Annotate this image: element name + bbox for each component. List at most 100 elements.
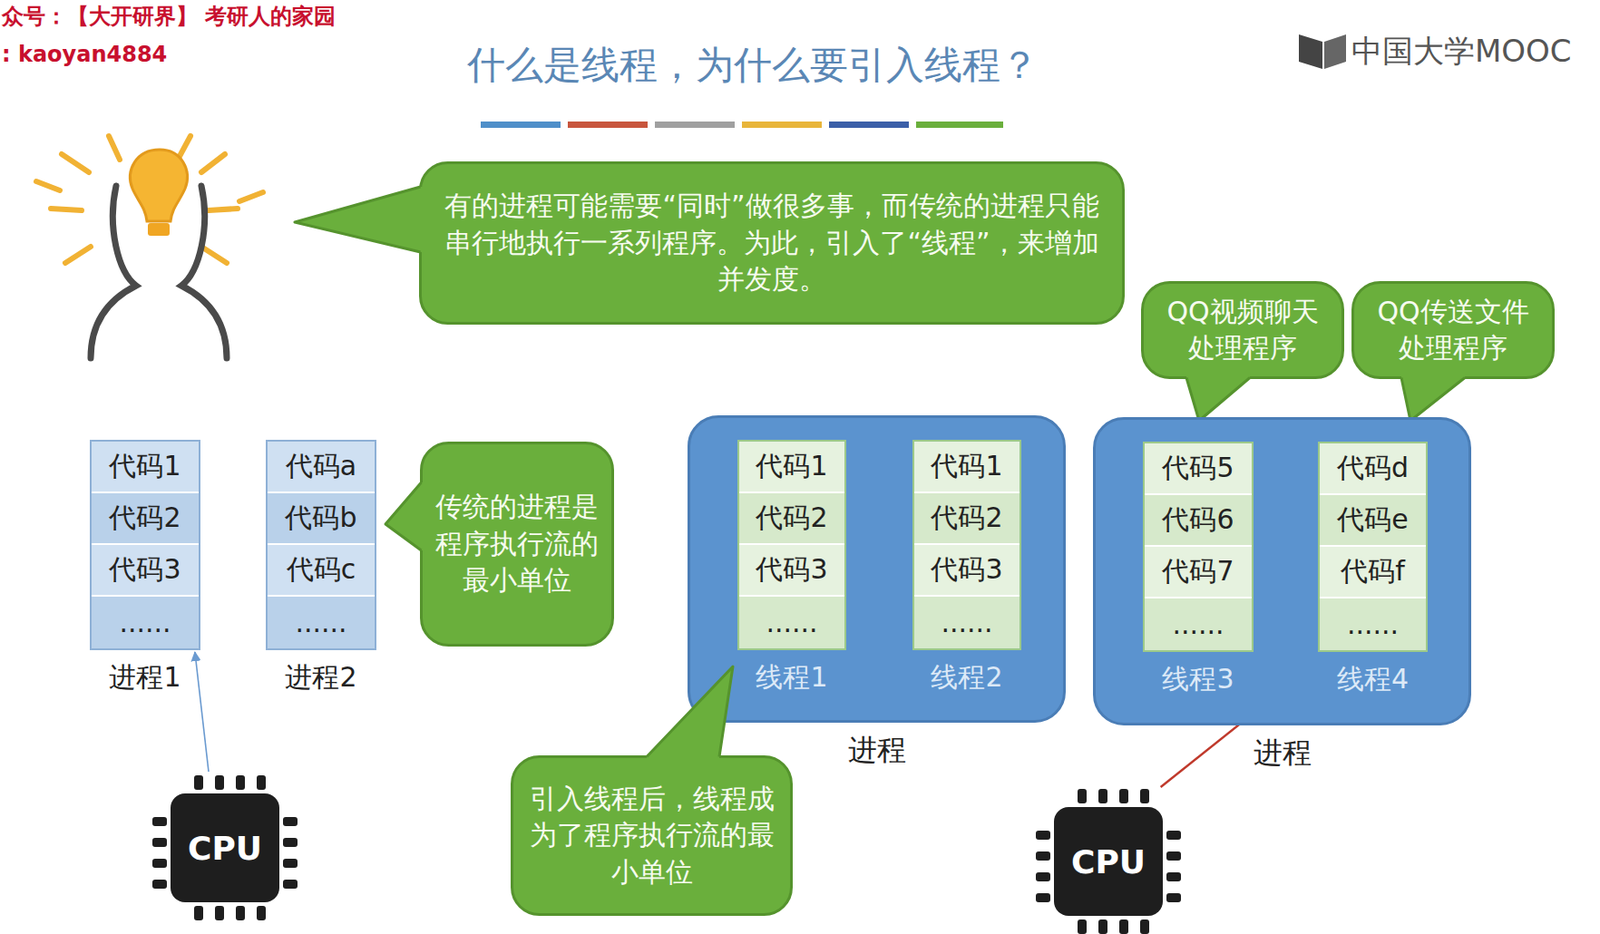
- pin: [1119, 919, 1129, 934]
- thinking-person: [36, 136, 264, 359]
- code-cell: 代码c: [267, 545, 375, 597]
- pin: [1077, 919, 1087, 934]
- thread-label: 线程3: [1142, 661, 1254, 699]
- code-cell: ......: [914, 596, 1020, 649]
- pin: [1140, 789, 1150, 804]
- process-box: 进程代码5代码6代码7......线程3代码d代码e代码f......线程4: [1092, 417, 1472, 726]
- pin: [1035, 872, 1051, 882]
- title-color-bar: [480, 121, 1004, 128]
- code-cells: 代码1代码2代码3......: [737, 439, 847, 651]
- callout-body: [1142, 282, 1344, 379]
- callout-pointer: [1186, 371, 1250, 421]
- callout-pointer-outline: [294, 186, 421, 253]
- code-column: 代码1代码2代码3...... 线程1: [737, 439, 847, 697]
- code-cells: 代码1代码2代码3......: [912, 439, 1022, 651]
- callout-pointer: [385, 482, 428, 551]
- pin: [152, 817, 167, 827]
- code-cells: 代码d代码e代码f......: [1317, 441, 1428, 653]
- code-cell: 代码2: [914, 493, 1020, 546]
- callout-text: 传统的进程是程序执行流的最小单位: [434, 488, 600, 600]
- watermark: : kaoyan4884: [1, 41, 167, 68]
- code-cell: 代码2: [91, 493, 199, 546]
- pin: [282, 858, 298, 869]
- thread-label: 线程1: [737, 659, 847, 697]
- pin: [256, 775, 266, 791]
- pin: [1119, 789, 1129, 804]
- callout-text: 引入线程后，线程成为了程序执行流的最小单位: [526, 780, 777, 892]
- code-column: 代码1代码2代码3...... 线程2: [912, 439, 1022, 697]
- code-cells: 代码a代码b代码c......: [265, 439, 377, 651]
- pin: [282, 817, 298, 827]
- pin: [1035, 893, 1051, 903]
- code-cell: 代码b: [267, 493, 375, 546]
- pin: [1166, 893, 1181, 903]
- title: 什么是线程，为什么要引入线程？: [299, 39, 1207, 91]
- code-column: 代码1代码2代码3...... 进程1: [89, 439, 201, 697]
- callout-body: [512, 757, 792, 916]
- pin: [1077, 789, 1087, 804]
- process-label: 进程1: [89, 659, 201, 697]
- code-column: 代码d代码e代码f...... 线程4: [1317, 441, 1428, 699]
- code-cell: 代码6: [1144, 495, 1252, 547]
- pin: [282, 838, 298, 848]
- cpu-label: CPU: [1071, 843, 1146, 881]
- code-cell: ......: [1319, 598, 1426, 651]
- pin: [235, 906, 245, 921]
- process-label: 进程: [1095, 733, 1469, 774]
- callout-pointer: [294, 186, 427, 253]
- code-cell: 代码5: [1144, 443, 1252, 496]
- pin: [1098, 789, 1108, 804]
- cpu-chip: CPU: [1053, 807, 1163, 917]
- pin: [152, 838, 167, 848]
- callout-pointer: [646, 666, 733, 763]
- pin: [1035, 830, 1051, 840]
- callout-pointer-outline: [1401, 378, 1465, 422]
- pin: [152, 879, 167, 889]
- callout-box: 有的进程可能需要“同时”做很多事，而传统的进程只能串行地执行一系列程序。为此，引…: [419, 161, 1125, 325]
- code-column: 代码a代码b代码c......进程2: [265, 439, 377, 697]
- mooc-logo-icon: [1298, 34, 1347, 69]
- callout-pointer-outline: [1186, 378, 1250, 422]
- pin: [1166, 872, 1181, 882]
- thread-label: 线程2: [912, 659, 1022, 697]
- pin: [194, 775, 204, 791]
- pin: [1140, 919, 1150, 934]
- connector: [195, 652, 209, 772]
- code-cells: 代码1代码2代码3......: [89, 439, 201, 651]
- callout-box: 传统的进程是程序执行流的最小单位: [419, 441, 615, 647]
- code-cell: 代码d: [1319, 443, 1426, 496]
- code-cell: 代码3: [91, 545, 199, 597]
- code-cell: 代码1: [91, 441, 199, 494]
- callout-box: 引入线程后，线程成为了程序执行流的最小单位: [510, 755, 793, 917]
- pin: [1035, 851, 1051, 861]
- pin: [235, 775, 245, 791]
- callout-body: [1353, 282, 1554, 379]
- pin: [194, 906, 204, 921]
- code-cell: 代码1: [914, 441, 1020, 494]
- code-column: 代码5代码6代码7...... 线程3: [1142, 441, 1254, 699]
- callout-pointer-outline: [385, 482, 422, 551]
- callout-box: QQ传送文件处理程序: [1351, 281, 1555, 380]
- code-cells: 代码5代码6代码7......: [1142, 441, 1254, 653]
- process-box: 进程代码1代码2代码3......线程1代码1代码2代码3......线程2: [687, 415, 1066, 723]
- code-cell: 代码f: [1319, 546, 1426, 599]
- callout-body: [420, 163, 1124, 324]
- pin: [1098, 919, 1108, 934]
- code-cell: ......: [1144, 598, 1252, 651]
- pin: [1166, 851, 1181, 861]
- pin: [256, 906, 266, 921]
- code-cell: 代码e: [1319, 495, 1426, 547]
- code-cell: 代码1: [739, 441, 845, 494]
- thread-label: 线程4: [1317, 661, 1428, 699]
- pin: [1166, 830, 1181, 840]
- code-cell: 代码7: [1144, 546, 1252, 599]
- code-cell: ......: [739, 596, 845, 649]
- code-cell: 代码2: [739, 493, 845, 546]
- code-cell: ......: [267, 596, 375, 649]
- code-cell: 代码3: [739, 545, 845, 597]
- callout-pointer: [1401, 371, 1465, 421]
- callout-text: QQ视频聊天处理程序: [1153, 293, 1332, 368]
- callout-text: QQ传送文件处理程序: [1364, 293, 1542, 368]
- pin: [152, 858, 167, 869]
- code-cell: ......: [91, 596, 199, 649]
